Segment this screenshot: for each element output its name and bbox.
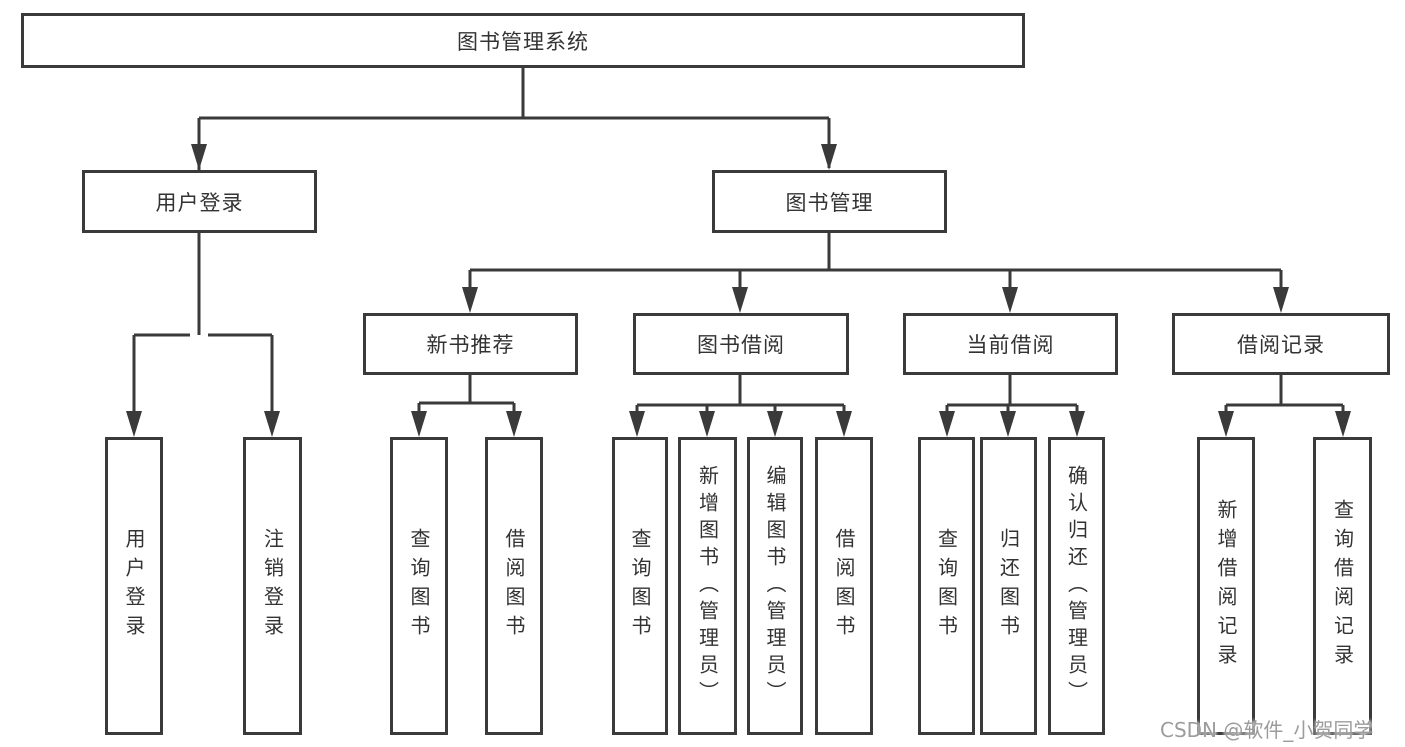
root-node-library-system: 图书管理系统 <box>21 13 1025 68</box>
node-borrow-records: 借阅记录 <box>1172 313 1390 375</box>
node-book-management: 图书管理 <box>712 170 947 233</box>
leaf-cb-confirm-return-admin: 确认归还（管理员） <box>1048 437 1105 735</box>
leaf-br-add-record: 新增借阅记录 <box>1197 437 1255 735</box>
connector-lines <box>132 68 1345 430</box>
leaf-bb-add-books-admin: 新增图书（管理员） <box>678 437 737 735</box>
node-current-borrow: 当前借阅 <box>903 313 1118 375</box>
leaf-logout: 注销登录 <box>243 437 302 735</box>
leaf-cb-query-books: 查询图书 <box>918 437 975 735</box>
leaf-bb-borrow-books: 借阅图书 <box>815 437 873 735</box>
leaf-cb-return-books: 归还图书 <box>980 437 1037 735</box>
leaf-nb-query-books: 查询图书 <box>390 437 448 735</box>
leaf-nb-borrow-books: 借阅图书 <box>485 437 543 735</box>
node-new-book-recommend: 新书推荐 <box>363 313 578 375</box>
watermark: CSDN @软件_小贺同学 <box>1160 718 1374 742</box>
node-book-borrow: 图书借阅 <box>633 313 849 375</box>
arrowhead-icon <box>126 144 1351 437</box>
leaf-bb-query-books: 查询图书 <box>612 437 668 735</box>
node-user-login: 用户登录 <box>82 170 317 233</box>
leaf-bb-edit-books-admin: 编辑图书（管理员） <box>747 437 803 735</box>
leaf-user-login: 用户登录 <box>105 437 163 735</box>
leaf-br-query-record: 查询借阅记录 <box>1313 437 1372 735</box>
